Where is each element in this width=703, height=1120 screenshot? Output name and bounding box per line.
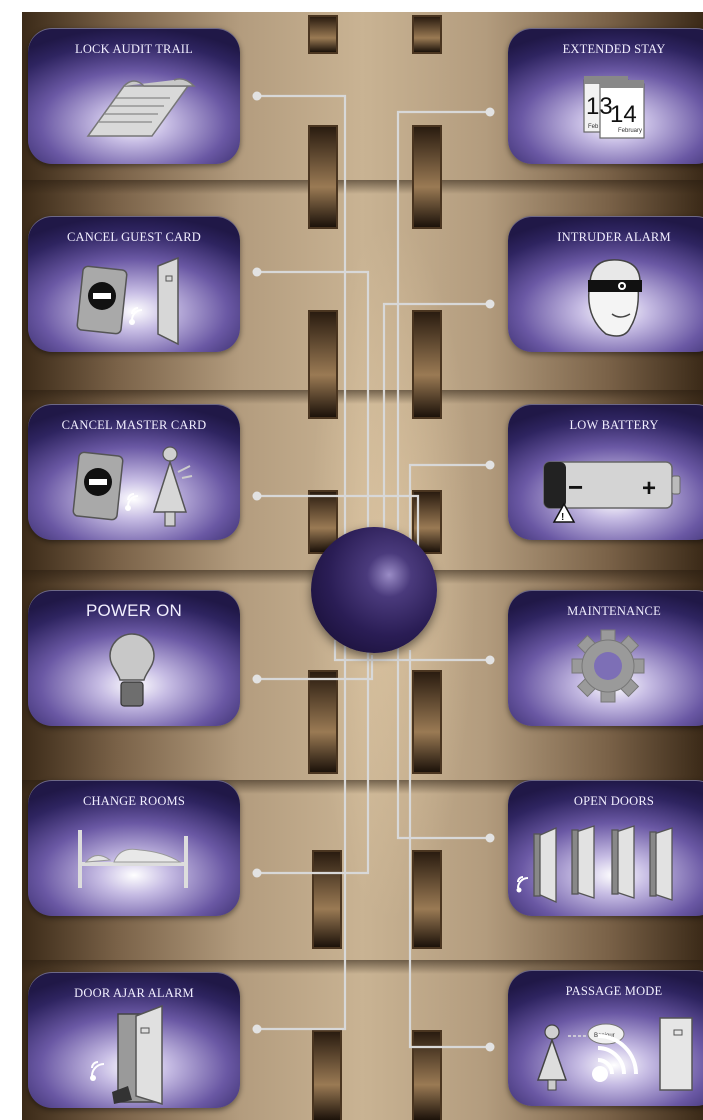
card-open-doors[interactable]: OPEN DOORS: [508, 780, 703, 916]
bed-icon: [28, 780, 240, 916]
burglar-icon: [508, 216, 703, 352]
card-change-rooms[interactable]: CHANGE ROOMS: [28, 780, 240, 916]
doors-icon: [508, 780, 703, 916]
card-maintenance[interactable]: MAINTENANCE: [508, 590, 703, 726]
gear-icon: [508, 590, 703, 726]
calendar-day2: 14: [610, 101, 637, 128]
calendar-icon: 13 14 Feb February: [508, 28, 703, 164]
lightbulb-icon: [28, 590, 240, 726]
passage-mode-icon: Bonjour: [508, 970, 703, 1106]
calendar-month2: February: [618, 128, 642, 134]
card-door-ajar-alarm[interactable]: DOOR AJAR ALARM: [28, 972, 240, 1108]
calendar-month1: Feb: [588, 124, 599, 130]
cancel-master-card-icon: [28, 404, 240, 540]
card-extended-stay[interactable]: EXTENDED STAY 13 14 Feb February: [508, 28, 703, 164]
battery-minus: −: [568, 472, 583, 502]
card-cancel-guest-card[interactable]: CANCEL GUEST CARD: [28, 216, 240, 352]
warning-mark: !: [561, 512, 564, 523]
central-hub-sphere: [311, 527, 437, 653]
battery-icon: − + !: [508, 404, 703, 540]
card-power-on[interactable]: POWER ON: [28, 590, 240, 726]
card-passage-mode[interactable]: PASSAGE MODE Bonjour: [508, 970, 703, 1106]
calendar-day1: 13: [586, 93, 613, 120]
card-intruder-alarm[interactable]: INTRUDER ALARM: [508, 216, 703, 352]
battery-plus: +: [642, 475, 656, 502]
card-cancel-master-card[interactable]: CANCEL MASTER CARD: [28, 404, 240, 540]
card-low-battery[interactable]: LOW BATTERY − + !: [508, 404, 703, 540]
door-ajar-icon: [28, 972, 240, 1108]
card-lock-audit-trail[interactable]: LOCK AUDIT TRAIL: [28, 28, 240, 164]
scroll-icon: [28, 28, 240, 164]
cancel-guest-card-icon: [28, 216, 240, 352]
